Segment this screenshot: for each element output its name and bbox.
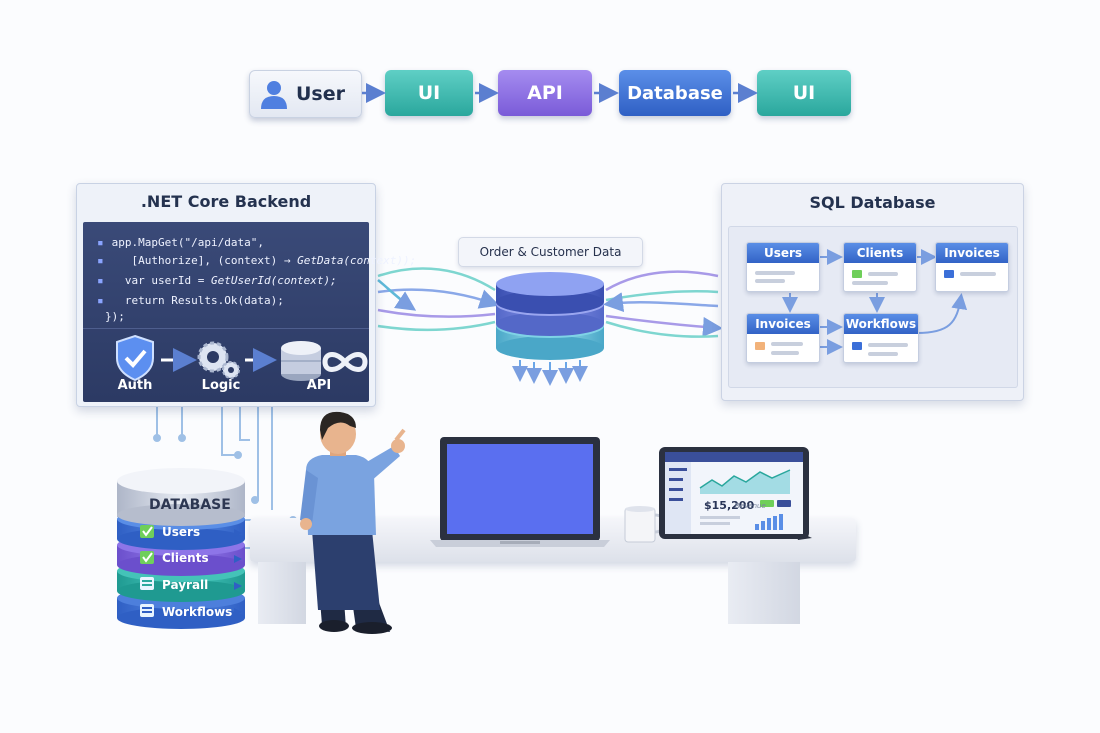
sql-diagram: Users Clients Invoices Invoices Workflow… bbox=[728, 226, 1018, 388]
person-figure bbox=[300, 411, 406, 634]
code-line-2: ▪ [Authorize], (context) → GetData(conte… bbox=[97, 254, 417, 267]
code-text-2: [Authorize], (context) bbox=[131, 254, 284, 267]
shield-icon bbox=[116, 334, 154, 382]
backend-panel: .NET Core Backend ▪app.MapGet("/api/data… bbox=[76, 183, 416, 407]
flow-user: User bbox=[249, 70, 362, 118]
api-database-icon bbox=[281, 341, 321, 381]
laptop-icon bbox=[430, 437, 610, 547]
stack-item-users: Users bbox=[162, 525, 201, 539]
code-line-4: ▪ return Results.Ok(data); bbox=[97, 294, 284, 307]
infinity-icon bbox=[322, 352, 368, 372]
code-text-3b: GetUserId(context); bbox=[210, 274, 337, 287]
tablet-revenue-label: Revenue bbox=[735, 502, 766, 510]
mug-icon bbox=[624, 506, 667, 543]
sql-table-invoices-2-name: Invoices bbox=[747, 314, 819, 334]
sql-title: SQL Database bbox=[809, 193, 936, 212]
flow-database-label: Database bbox=[627, 82, 723, 104]
center-database-icon bbox=[496, 272, 604, 386]
sql-table-workflows-name: Workflows bbox=[844, 314, 918, 334]
sql-relations bbox=[782, 249, 968, 355]
flow-ui-first: UI bbox=[385, 70, 473, 116]
database-stack bbox=[117, 468, 245, 629]
code-text-4: return Results.Ok(data); bbox=[124, 294, 284, 307]
code-divider bbox=[83, 328, 369, 329]
stack-item-payrall: Payrall bbox=[162, 578, 209, 592]
sql-table-users: Users bbox=[746, 242, 820, 292]
desk-drawer bbox=[258, 562, 306, 624]
database-stack-title: DATABASE bbox=[149, 497, 231, 513]
stack-item-workflows: Workflows bbox=[162, 605, 233, 619]
flow-ui-last-label: UI bbox=[792, 82, 816, 104]
data-flow-curves bbox=[377, 267, 723, 338]
code-line-3: ▪ var userId = GetUserId(context); bbox=[97, 274, 337, 287]
sql-table-clients-name: Clients bbox=[844, 243, 916, 263]
tablet-revenue-value: $15,200 bbox=[704, 499, 755, 512]
order-customer-label: Order & Customer Data bbox=[458, 237, 643, 267]
connector-lines bbox=[153, 405, 297, 552]
flow-ui-first-label: UI bbox=[417, 82, 441, 104]
flow-ui-last: UI bbox=[757, 70, 851, 116]
desk-leg bbox=[728, 562, 800, 624]
sql-table-workflows: Workflows bbox=[843, 313, 919, 363]
flow-database: Database bbox=[619, 70, 731, 116]
pillar-api: API bbox=[306, 378, 332, 393]
sql-table-invoices-2: Invoices bbox=[746, 313, 820, 363]
flow-api: API bbox=[498, 70, 592, 116]
flow-user-label: User bbox=[296, 83, 345, 105]
tablet-icon bbox=[659, 447, 812, 540]
flow-api-label: API bbox=[527, 82, 563, 104]
stack-item-clients: Clients bbox=[162, 551, 209, 565]
backend-title: .NET Core Backend bbox=[140, 192, 312, 211]
sql-table-users-name: Users bbox=[747, 243, 819, 263]
code-line-1: ▪app.MapGet("/api/data", bbox=[97, 236, 264, 249]
pillar-auth: Auth bbox=[117, 378, 153, 393]
code-text-2b: GetData(context)); bbox=[297, 254, 417, 267]
pillar-logic: Logic bbox=[201, 378, 241, 393]
user-icon bbox=[261, 81, 287, 109]
code-line-5: }); bbox=[105, 310, 125, 323]
gear-icon bbox=[197, 341, 240, 379]
code-editor: ▪app.MapGet("/api/data", ▪ [Authorize], … bbox=[83, 222, 416, 402]
sql-table-clients: Clients bbox=[843, 242, 917, 292]
sql-table-invoices: Invoices bbox=[935, 242, 1009, 292]
sql-database-panel: SQL Database Users Clients bbox=[721, 183, 1024, 401]
code-text-3: var userId = bbox=[124, 274, 211, 287]
sql-table-invoices-name: Invoices bbox=[936, 243, 1008, 263]
code-text-1: app.MapGet("/api/data", bbox=[111, 236, 264, 249]
pillar-icons bbox=[116, 334, 368, 382]
